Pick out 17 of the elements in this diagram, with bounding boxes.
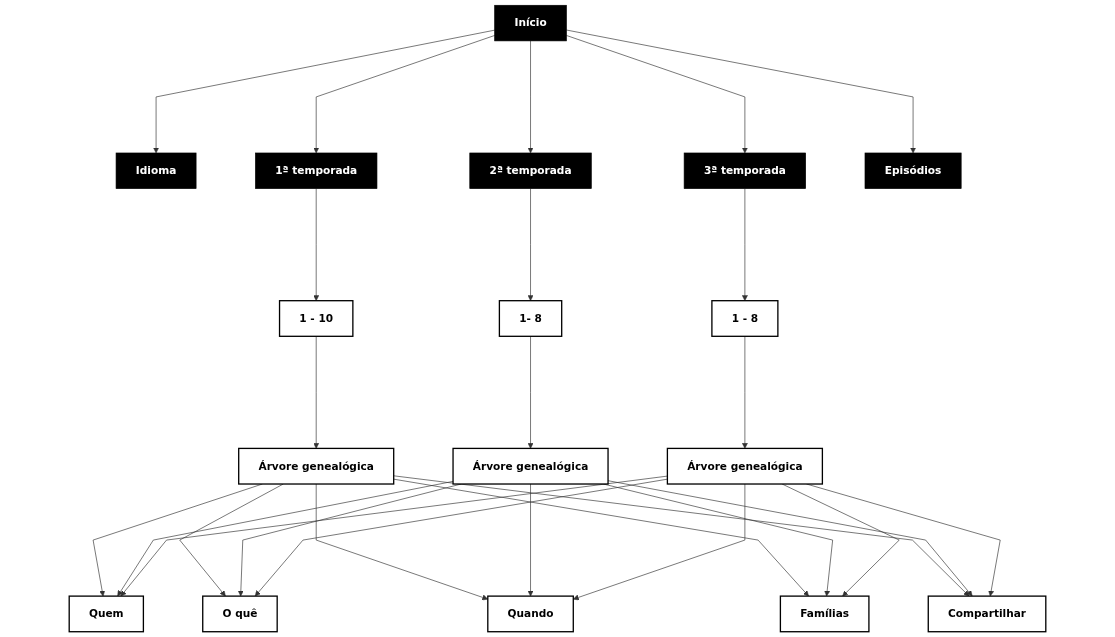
node-box: 1ª temporada [255, 152, 378, 189]
node-box: Compartilhar [927, 595, 1047, 633]
node-box: 2ª temporada [469, 152, 592, 189]
node-box: 1- 8 [498, 300, 563, 337]
node-box: Idioma [115, 152, 197, 189]
node-box: 1 - 8 [711, 300, 779, 337]
node-box: Episódios [864, 152, 962, 189]
node-box: 1 - 10 [278, 300, 354, 337]
node-box: Início [494, 4, 567, 42]
node-box: O quê [202, 595, 278, 633]
node-box: Quando [487, 595, 574, 633]
node-box: Famílias [779, 595, 870, 633]
node-box: Quem [68, 595, 145, 633]
node-box: Árvore genealógica [666, 447, 824, 485]
node-box: 3ª temporada [683, 152, 806, 189]
node-box: Árvore genealógica [452, 447, 609, 485]
node-box: Árvore genealógica [238, 447, 395, 485]
